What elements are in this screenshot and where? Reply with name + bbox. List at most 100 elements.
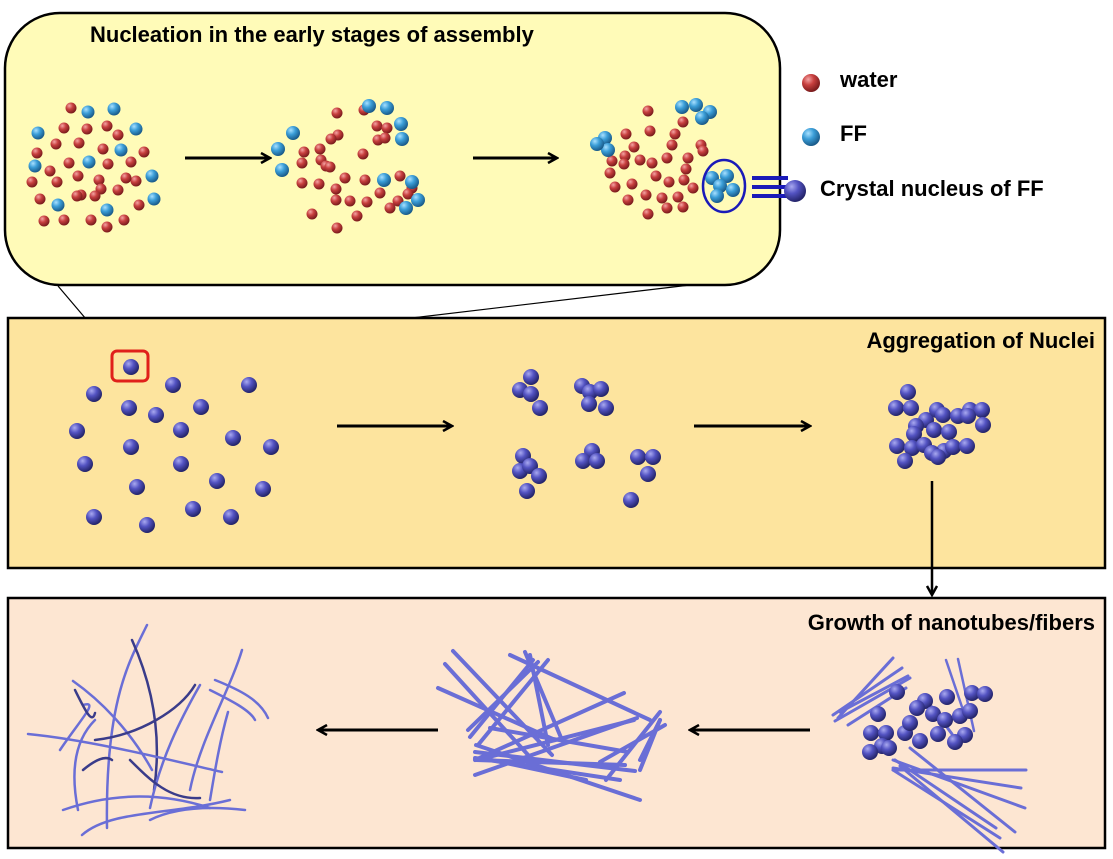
legend-label-ff: FF (840, 121, 867, 146)
crystal-nucleus (173, 456, 189, 472)
ff-molecule (726, 183, 740, 197)
water-molecule (296, 177, 308, 189)
water-molecule (73, 137, 85, 149)
crystal-nucleus (581, 396, 597, 412)
ff-molecule (129, 122, 143, 136)
nanotube (638, 718, 662, 772)
water-molecule-icon (802, 74, 820, 92)
crystal-nucleus (925, 706, 941, 722)
water-molecule (102, 158, 114, 170)
ff-molecule (695, 111, 709, 125)
water-molecule (44, 165, 56, 177)
crystal-nucleus (945, 439, 961, 455)
crystal-nucleus (519, 483, 535, 499)
ff-molecule (601, 143, 615, 157)
water-molecule (81, 123, 93, 135)
crystal-nucleus (960, 408, 976, 424)
water-molecule (394, 170, 406, 182)
fiber (73, 688, 97, 719)
water-molecule (71, 190, 83, 202)
ff-molecule (710, 189, 724, 203)
crystal-nucleus (123, 439, 139, 455)
ff-molecule (114, 143, 128, 157)
crystal-nucleus (930, 726, 946, 742)
water-molecule (628, 141, 640, 153)
crystal-nucleus (593, 381, 609, 397)
water-molecule (51, 176, 63, 188)
crystal-nucleus (193, 399, 209, 415)
stage-straight-nanotube-bundles (436, 649, 667, 802)
crystal-nucleus (86, 509, 102, 525)
crystal-nucleus (523, 386, 539, 402)
stage-dispersed-molecules (26, 102, 161, 233)
water-molecule (361, 196, 373, 208)
water-molecule (672, 191, 684, 203)
water-molecule (97, 143, 109, 155)
water-molecule (330, 183, 342, 195)
crystal-nucleus-icon (784, 180, 806, 202)
crystal-nucleus (939, 689, 955, 705)
crystal-nucleus (523, 369, 539, 385)
crystal-nucleus (888, 400, 904, 416)
ff-molecule (271, 142, 285, 156)
crystal-nucleus (937, 712, 953, 728)
ff-molecule (145, 169, 159, 183)
crystal-nucleus (531, 468, 547, 484)
crystal-nucleus (640, 466, 656, 482)
water-molecule (677, 201, 689, 213)
crystal-nucleus (263, 439, 279, 455)
nucleus-highlight-circle (701, 158, 747, 214)
stage-clustering-molecules (271, 99, 425, 234)
water-molecule (642, 208, 654, 220)
water-molecule (379, 132, 391, 144)
water-molecule (65, 102, 77, 114)
nanotube (476, 658, 550, 747)
legend-item-nucleus: Crystal nucleus of FF (784, 176, 1044, 202)
water-molecule (680, 163, 692, 175)
crystal-nucleus (630, 449, 646, 465)
nanotube (891, 758, 1027, 810)
water-molecule (112, 184, 124, 196)
fiber (81, 756, 114, 772)
crystal-nucleus (977, 686, 993, 702)
crystal-nucleus (623, 492, 639, 508)
water-molecule (663, 176, 675, 188)
crystal-nucleus (598, 400, 614, 416)
stage-nucleus-molecules (590, 98, 740, 220)
water-molecule (101, 221, 113, 233)
crystal-nucleus (225, 430, 241, 446)
nanotube (443, 662, 542, 770)
ff-molecule (362, 99, 376, 113)
nanotube (908, 746, 1017, 834)
water-molecule (640, 189, 652, 201)
water-molecule (642, 105, 654, 117)
water-molecule (101, 120, 113, 132)
water-molecule (402, 188, 414, 200)
ff-molecule (107, 102, 121, 116)
fiber (213, 678, 270, 720)
crystal-nucleus (974, 402, 990, 418)
water-molecule (31, 147, 43, 159)
water-molecule (656, 192, 668, 204)
crystal-nucleus (139, 517, 155, 533)
water-molecule (604, 167, 616, 179)
nanotube (891, 766, 1023, 790)
water-molecule (622, 194, 634, 206)
water-molecule (678, 174, 690, 186)
ff-molecule (720, 169, 734, 183)
water-molecule (618, 158, 630, 170)
water-molecule (296, 157, 308, 169)
fiber (148, 806, 247, 822)
fiber (71, 679, 154, 772)
nucleation-panel: Nucleation in the early stages of assemb… (3, 11, 788, 287)
crystal-nucleus (255, 481, 271, 497)
legend-label-water: water (839, 67, 898, 92)
ff-molecule (275, 163, 289, 177)
fiber (73, 718, 97, 812)
water-molecule (697, 145, 709, 157)
nanotube (604, 710, 662, 782)
aggregation-panel-bg (6, 316, 1107, 570)
legend-item-water: water (802, 67, 898, 92)
crystal-nucleus (863, 725, 879, 741)
crystal-nucleus (889, 684, 905, 700)
